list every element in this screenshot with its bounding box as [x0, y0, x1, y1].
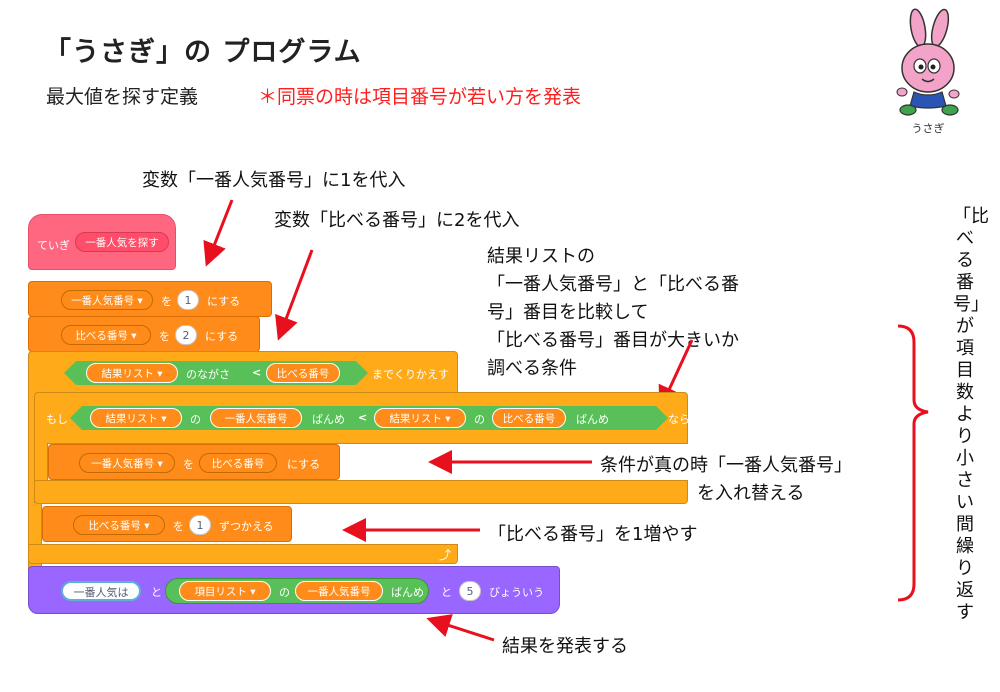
annotation-condition-line: 「一番人気番号」と「比べる番	[487, 274, 739, 295]
seconds-input[interactable]: 5	[459, 581, 481, 601]
arrow-icon	[275, 249, 314, 341]
label-change: ずつかえる	[219, 520, 274, 533]
label-of: の	[279, 586, 290, 599]
label-item: ばんめ	[312, 413, 345, 426]
list-dropdown[interactable]: 結果リスト ▾	[90, 408, 182, 428]
rabbit-icon	[896, 8, 960, 116]
define-block[interactable]: ていぎ 一番人気を探す	[28, 214, 176, 270]
if-footer	[34, 480, 688, 504]
value-input[interactable]: 1	[189, 515, 211, 535]
less-than-label: <	[358, 411, 368, 424]
label-of: の	[190, 413, 201, 426]
list-dropdown[interactable]: 項目リスト ▾	[179, 581, 271, 601]
say-for-secs-block[interactable]: 一番人気は と 項目リスト ▾ の 一番人気番号 ばんめ と 5 びょういう	[28, 566, 560, 614]
variable-dropdown[interactable]: 比べる番号 ▾	[61, 325, 151, 345]
label-to: を	[159, 330, 170, 343]
annotation-condition: 結果リストの 「一番人気番号」と「比べる番 号」番目を比較して 「比べる番号」番…	[487, 243, 739, 383]
variable-reporter[interactable]: 比べる番号	[199, 453, 277, 473]
change-compare-block[interactable]: 比べる番号 ▾ を 1 ずつかえる	[42, 506, 292, 542]
label-set: にする	[207, 295, 241, 308]
variable-reporter[interactable]: 一番人気番号	[210, 408, 302, 428]
loop-arrow-icon: ⤴	[439, 548, 452, 562]
label-say-secs: びょういう	[489, 586, 544, 599]
label-then: なら	[668, 413, 690, 426]
less-than-label: <	[252, 366, 262, 379]
label-repeat-until: までくりかえす	[372, 368, 449, 381]
variable-dropdown[interactable]: 一番人気番号 ▾	[79, 453, 175, 473]
annotation-condition-line: 調べる条件	[487, 358, 577, 379]
arrow-icon	[426, 614, 495, 642]
variable-dropdown[interactable]: 比べる番号 ▾	[73, 515, 165, 535]
label-set: にする	[205, 330, 239, 343]
label-to: を	[161, 295, 172, 308]
value-input[interactable]: 1	[177, 290, 199, 310]
brace-icon	[897, 324, 929, 602]
label-and: と	[441, 586, 452, 599]
set-popular-to-compare-block[interactable]: 一番人気番号 ▾ を 比べる番号 にする	[48, 444, 340, 480]
annotation-condition-line: 号」番目を比較して	[487, 302, 649, 323]
annotation-announce: 結果を発表する	[502, 636, 628, 657]
label-set: にする	[287, 458, 321, 471]
scratch-script: ていぎ 一番人気を探す 一番人気番号 ▾ を 1 にする 比べる番号 ▾ を 2…	[28, 214, 708, 624]
rabbit-mascot: うさぎ	[888, 6, 968, 135]
variable-dropdown[interactable]: 一番人気番号 ▾	[61, 290, 153, 310]
annotation-condition-line: 「比べる番号」番目が大きいか	[487, 330, 739, 351]
label-item: ばんめ	[391, 586, 424, 599]
label-length: のながさ	[186, 368, 230, 381]
annotation-set-popular: 変数「一番人気番号」に1を代入	[142, 170, 406, 191]
join-string[interactable]: 一番人気は	[61, 581, 141, 601]
mascot-label: うさぎ	[911, 122, 945, 135]
repeat-footer: ⤴	[28, 544, 458, 564]
annotation-condition-line: 結果リストの	[487, 246, 595, 267]
define-label: ていぎ	[37, 239, 70, 252]
value-input[interactable]: 2	[175, 325, 197, 345]
annotation-swap-line1: 条件が真の時「一番人気番号」	[600, 455, 852, 476]
variable-reporter[interactable]: 比べる番号	[492, 408, 566, 428]
list-dropdown[interactable]: 結果リスト ▾	[374, 408, 466, 428]
label-of: の	[474, 413, 485, 426]
list-dropdown[interactable]: 結果リスト ▾	[86, 363, 178, 383]
page-subtitle: 最大値を探す定義	[46, 86, 199, 108]
annotation-increment: 「比べる番号」を1増やす	[488, 524, 698, 545]
variable-reporter[interactable]: 比べる番号	[266, 363, 340, 383]
define-name: 一番人気を探す	[75, 232, 169, 252]
label-to: を	[183, 458, 194, 471]
arrow-icon	[203, 199, 234, 267]
label-and: と	[151, 586, 162, 599]
tie-note: ＊同票の時は項目番号が若い方を発表	[258, 86, 582, 108]
page-title: 「うさぎ」の プログラム	[44, 37, 362, 68]
label-item: ばんめ	[576, 413, 609, 426]
variable-reporter[interactable]: 一番人気番号	[295, 581, 383, 601]
annotation-swap-line2: を入れ替える	[697, 483, 805, 504]
set-popular-block[interactable]: 一番人気番号 ▾ を 1 にする	[28, 281, 272, 317]
label-by: を	[173, 520, 184, 533]
set-compare-block[interactable]: 比べる番号 ▾ を 2 にする	[28, 316, 260, 352]
label-if: もし	[46, 413, 68, 426]
annotation-set-compare: 変数「比べる番号」に2を代入	[274, 210, 520, 231]
